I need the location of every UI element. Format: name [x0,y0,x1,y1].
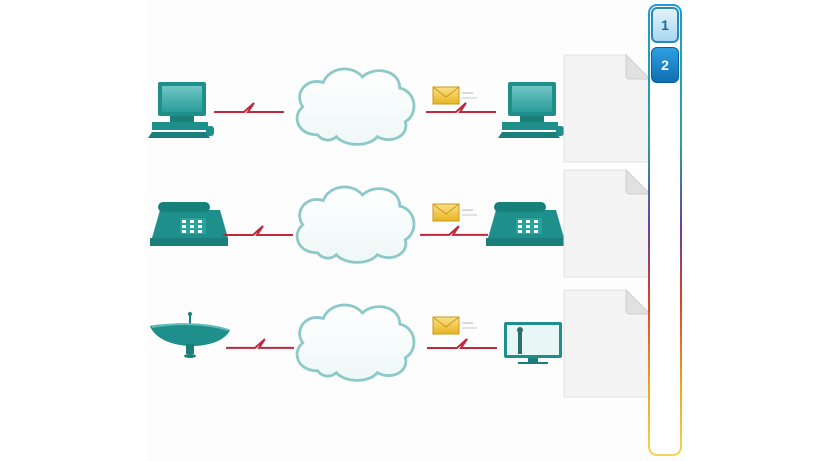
source-phone-icon [150,202,228,246]
step-navigator: 1 2 [648,4,682,456]
note-page-3 [563,288,652,398]
destination-phone-icon [486,202,564,246]
envelope-icon-3 [432,316,477,335]
source-computer-icon [148,82,214,138]
row-phone [150,185,564,264]
envelope-icon-2 [432,203,477,222]
link-left-2 [222,224,294,237]
link-right-2 [420,225,488,236]
destination-computer-icon [498,82,564,138]
envelope-icon-1 [432,86,477,105]
link-left-1 [212,101,286,114]
network-cloud-3 [295,303,416,382]
link-left-3 [226,338,294,349]
step-1-button[interactable]: 1 [651,7,679,43]
note-page-2 [563,168,652,278]
television-icon [504,322,562,364]
row-computer [148,67,564,146]
satellite-dish-icon [150,312,230,358]
row-broadcast [150,303,562,382]
network-cloud-2 [295,185,416,264]
step-2-button[interactable]: 2 [651,47,679,83]
note-page-1 [563,53,652,163]
network-cloud-1 [295,67,416,146]
link-right-3 [425,337,499,350]
